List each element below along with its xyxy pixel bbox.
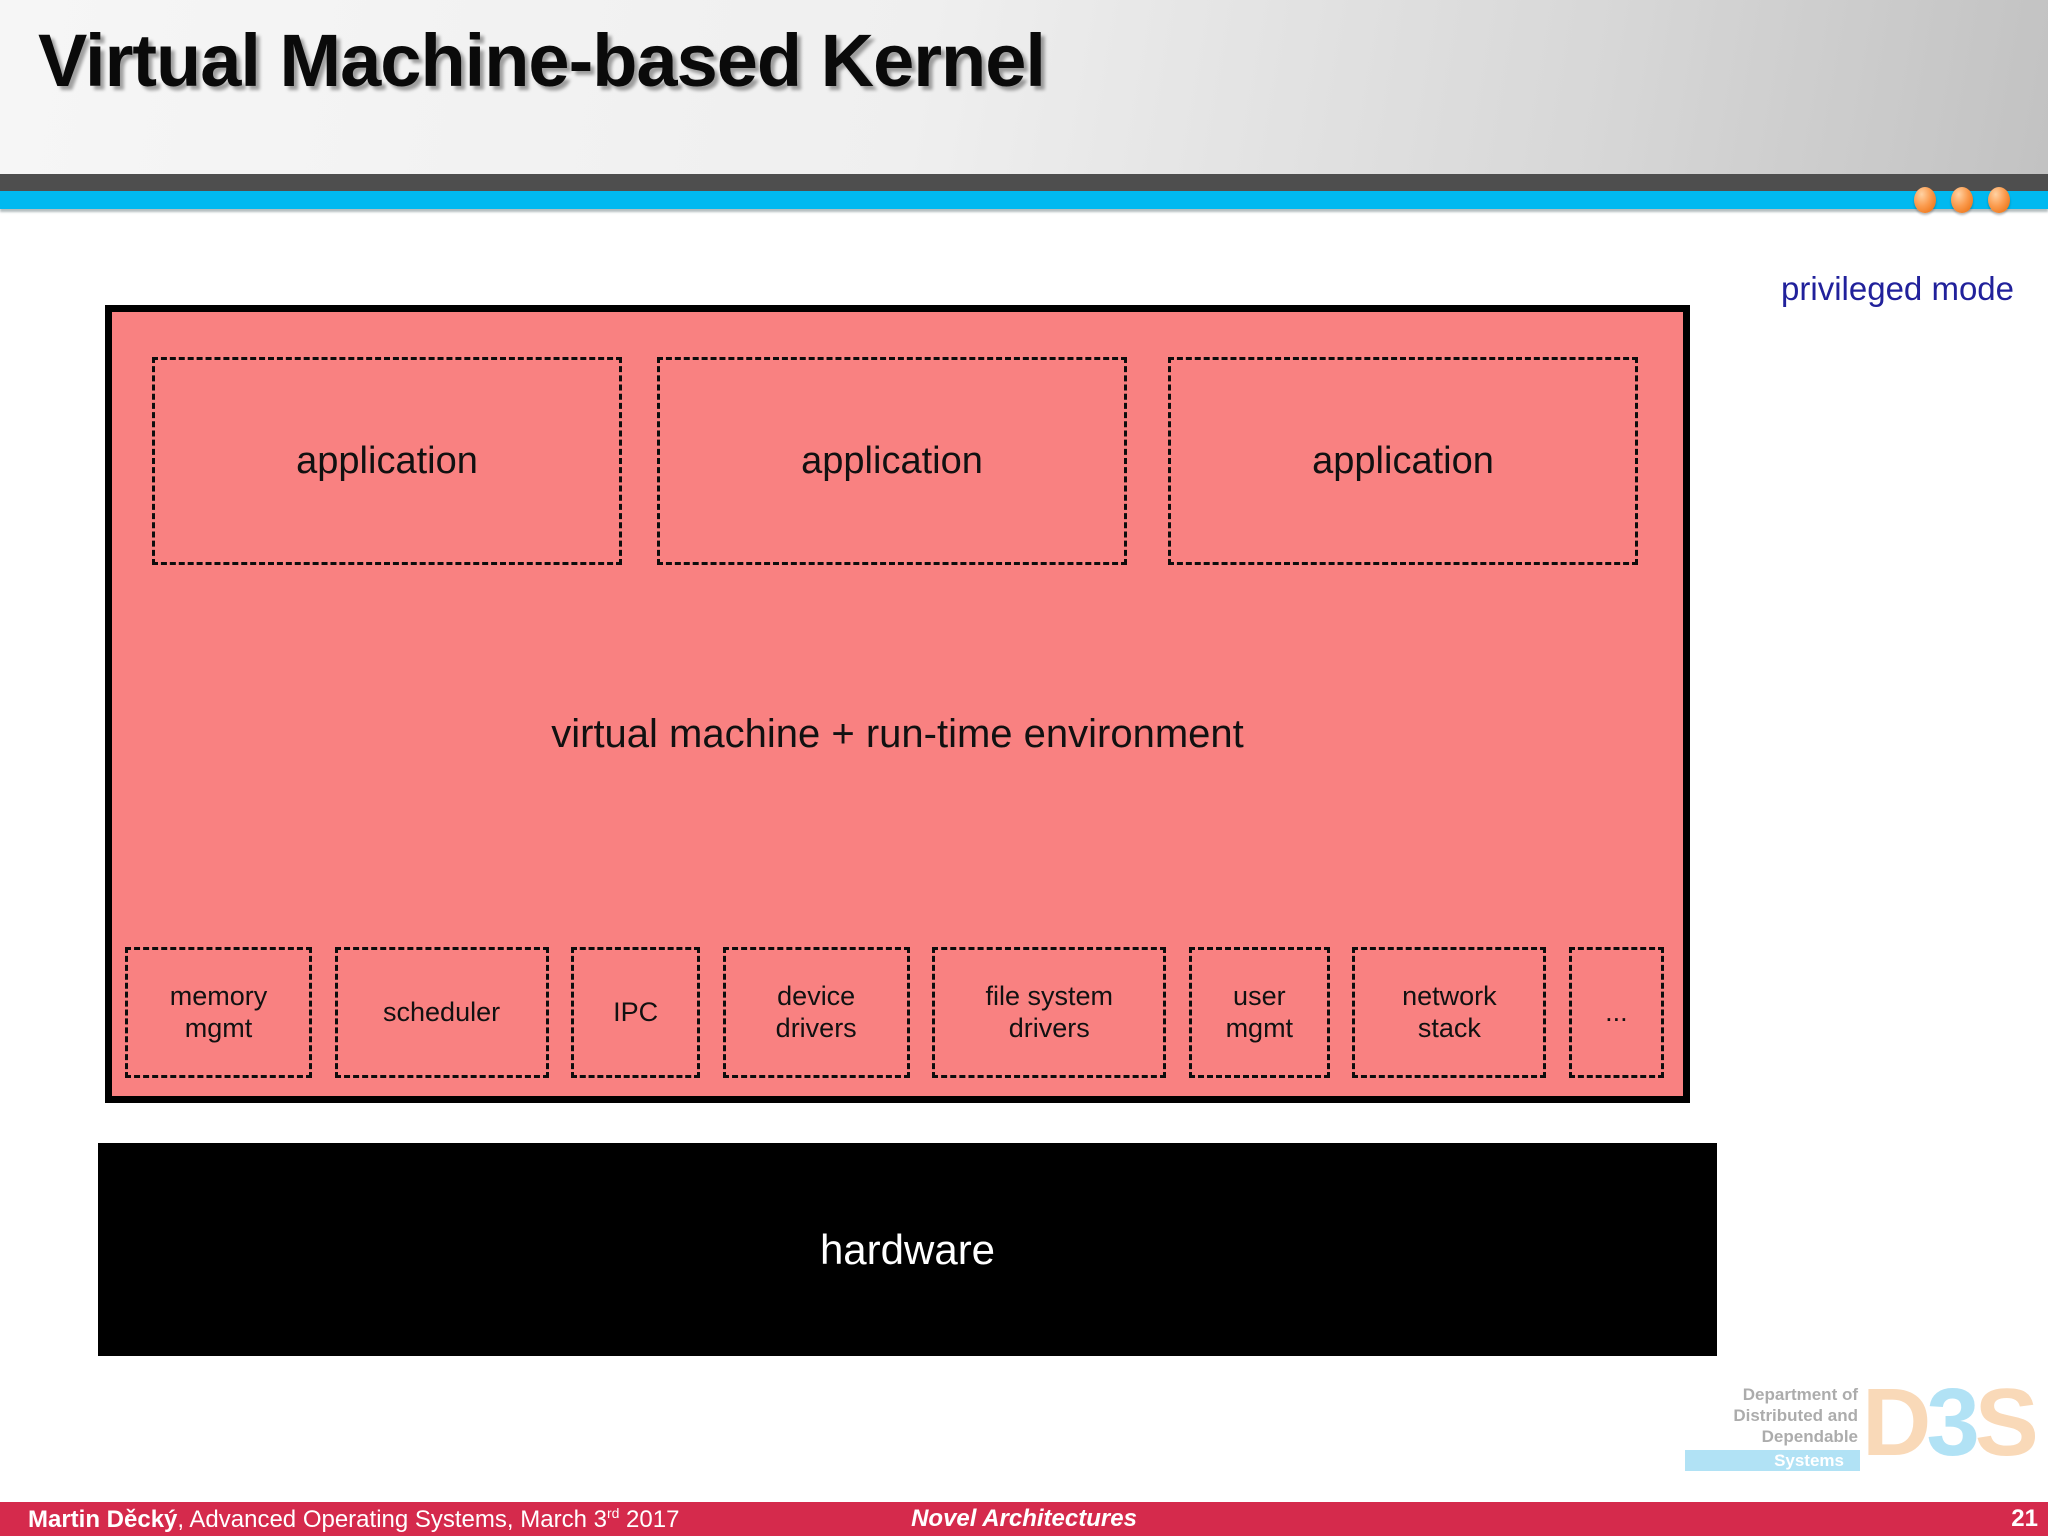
kernel-component-row: memory mgmt scheduler IPC device drivers… — [125, 947, 1664, 1078]
logo-letter-3: 3 — [1926, 1369, 1979, 1476]
privileged-mode-label: privileged mode — [1781, 270, 2014, 307]
footer-date-year: 2017 — [619, 1506, 680, 1533]
logo-letter-d: D — [1862, 1369, 1931, 1476]
component-box-ipc: IPC — [571, 947, 701, 1078]
component-box-device-drivers: device drivers — [722, 947, 910, 1078]
d3s-logo: Department of Distributed and Dependable… — [1640, 1370, 2048, 1500]
header-band — [0, 0, 2048, 174]
hardware-box: hardware — [98, 1143, 1717, 1356]
d3s-letters-icon: D3S — [1862, 1369, 2039, 1476]
component-box-file-system-drivers: file system drivers — [932, 947, 1167, 1078]
application-box-2: application — [657, 357, 1127, 565]
component-box-network-stack: network stack — [1352, 947, 1547, 1078]
logo-letter-s: S — [1974, 1369, 2039, 1476]
logo-line-2: Distributed and — [1733, 1406, 1858, 1425]
application-box-3: application — [1168, 357, 1638, 565]
accent-bar-cyan — [0, 191, 2048, 209]
kernel-box: application application application virt… — [105, 305, 1690, 1103]
component-box-user-mgmt: user mgmt — [1188, 947, 1330, 1078]
logo-systems-label: Systems — [1774, 1450, 1844, 1470]
logo-line-3: Dependable — [1761, 1427, 1858, 1446]
logo-line-1: Department of — [1742, 1385, 1858, 1404]
footer-credit: Martin Děcký, Advanced Operating Systems… — [28, 1505, 679, 1534]
logo-systems-band: Systems — [1685, 1450, 1860, 1471]
application-box-1: application — [152, 357, 622, 565]
footer-date-ordinal: rd — [606, 1505, 620, 1521]
vm-runtime-label: virtual machine + run-time environment — [551, 712, 1244, 756]
page-title: Virtual Machine-based Kernel — [38, 19, 1046, 102]
orange-dot-icon — [1914, 187, 1936, 213]
footer-bar: Martin Děcký, Advanced Operating Systems… — [0, 1502, 2048, 1536]
component-box-ellipsis: ... — [1568, 947, 1664, 1078]
orange-dot-icon — [1951, 187, 1973, 213]
component-box-memory-mgmt: memory mgmt — [125, 947, 312, 1078]
footer-lecture-title: Novel Architectures — [911, 1505, 1137, 1532]
orange-dot-icon — [1988, 187, 2010, 213]
footer-page-number: 21 — [2011, 1505, 2038, 1532]
footer-author: Martin Děcký — [28, 1506, 178, 1533]
footer-course-date: , Advanced Operating Systems, March 3 — [177, 1506, 607, 1533]
accent-bar-dark — [0, 174, 2048, 191]
logo-department-lines: Department of Distributed and Dependable — [1640, 1384, 1858, 1447]
component-box-scheduler: scheduler — [334, 947, 549, 1078]
hardware-label: hardware — [819, 1225, 996, 1273]
